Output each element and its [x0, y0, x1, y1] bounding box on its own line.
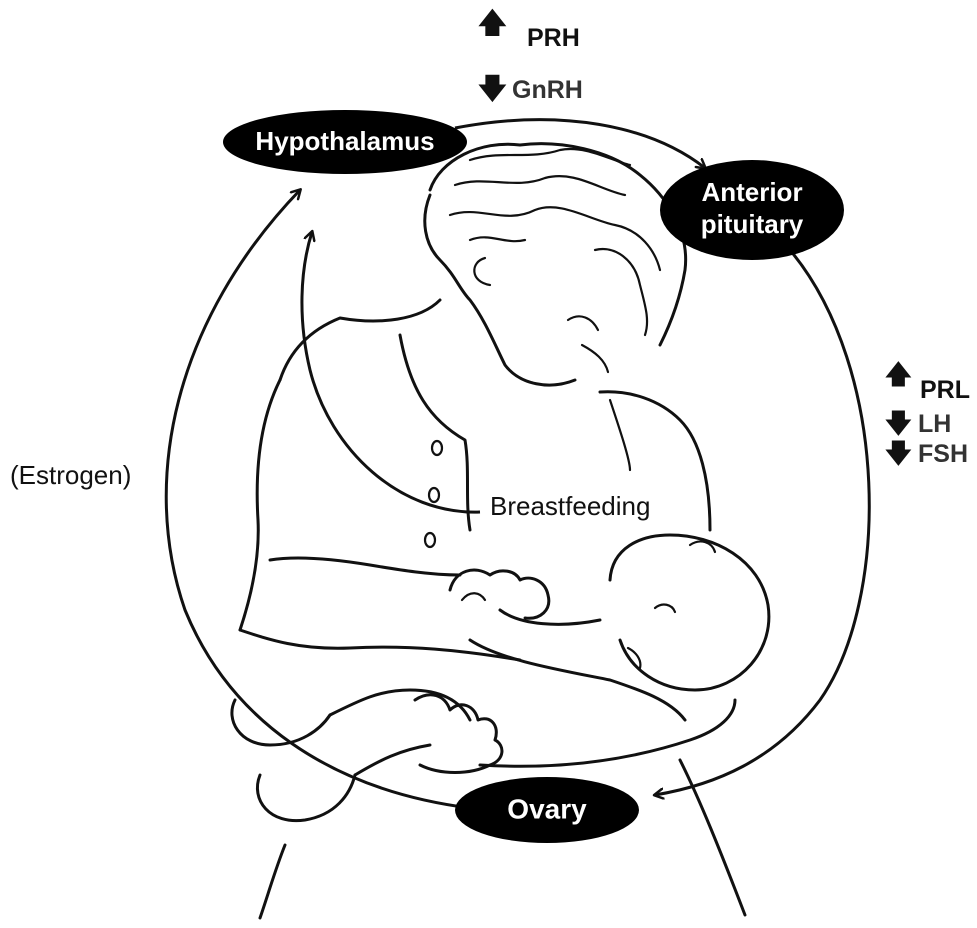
- hair-wave-2: [455, 176, 625, 195]
- skirt-line-right: [680, 760, 745, 915]
- ovary-label: Ovary: [507, 793, 587, 824]
- estrogen-label: (Estrogen): [10, 460, 131, 490]
- pituitary-hormones: 🡅 PRL 🡇 LH 🡇 FSH: [885, 360, 970, 469]
- prl-label: PRL: [920, 376, 970, 404]
- button-3: [425, 533, 435, 547]
- mother-nose: [582, 345, 608, 372]
- mother-ear: [474, 258, 490, 285]
- mother-forearm: [270, 558, 460, 575]
- skirt-line-left: [260, 845, 285, 918]
- lh-label: LH: [918, 410, 951, 438]
- up-arrow-icon: 🡅: [885, 360, 912, 390]
- mother-hand: [415, 695, 502, 773]
- mother-back-outline: [240, 380, 280, 630]
- baby-foot-2: [257, 775, 355, 821]
- baby-fingers: [462, 593, 485, 600]
- arrow-ovary-to-hypothalamus: [166, 190, 470, 808]
- hair-wave-4: [470, 237, 525, 241]
- down-arrow-icon: 🡇: [885, 439, 912, 469]
- baby-arm: [500, 610, 600, 624]
- button-1: [432, 441, 442, 455]
- breastfeeding-label: Breastfeeding: [490, 491, 650, 521]
- arrow-pituitary-to-ovary: [655, 250, 869, 795]
- mother-eyelid: [568, 316, 598, 330]
- up-arrow-icon: 🡅: [478, 6, 507, 39]
- hypothalamus-label: Hypothalamus: [255, 126, 434, 156]
- baby-head-outline: [610, 535, 769, 690]
- mother-face-outline: [425, 195, 575, 385]
- down-arrow-icon: 🡇: [478, 72, 507, 105]
- fsh-label: FSH: [918, 440, 968, 468]
- node-anterior-pituitary: Anterior pituitary: [660, 160, 844, 260]
- down-arrow-icon: 🡇: [885, 409, 912, 439]
- hair-wave-5: [595, 249, 647, 335]
- blouse-fold: [610, 400, 630, 470]
- node-ovary: Ovary: [455, 777, 639, 843]
- hair-wave-1: [470, 149, 630, 165]
- hypothalamus-hormones: 🡅 PRH 🡇 GnRH: [478, 6, 583, 105]
- mother-lower-arm: [480, 700, 735, 766]
- baby-eye: [655, 605, 675, 612]
- baby-leg-2: [355, 745, 430, 775]
- gnrh-label: GnRH: [512, 76, 583, 104]
- anterior-pituitary-label-line1: Anterior: [701, 177, 802, 207]
- node-hypothalamus: Hypothalamus: [223, 110, 467, 174]
- prh-label: PRH: [527, 24, 580, 52]
- button-2: [429, 488, 439, 502]
- anterior-pituitary-label-line2: pituitary: [701, 209, 804, 239]
